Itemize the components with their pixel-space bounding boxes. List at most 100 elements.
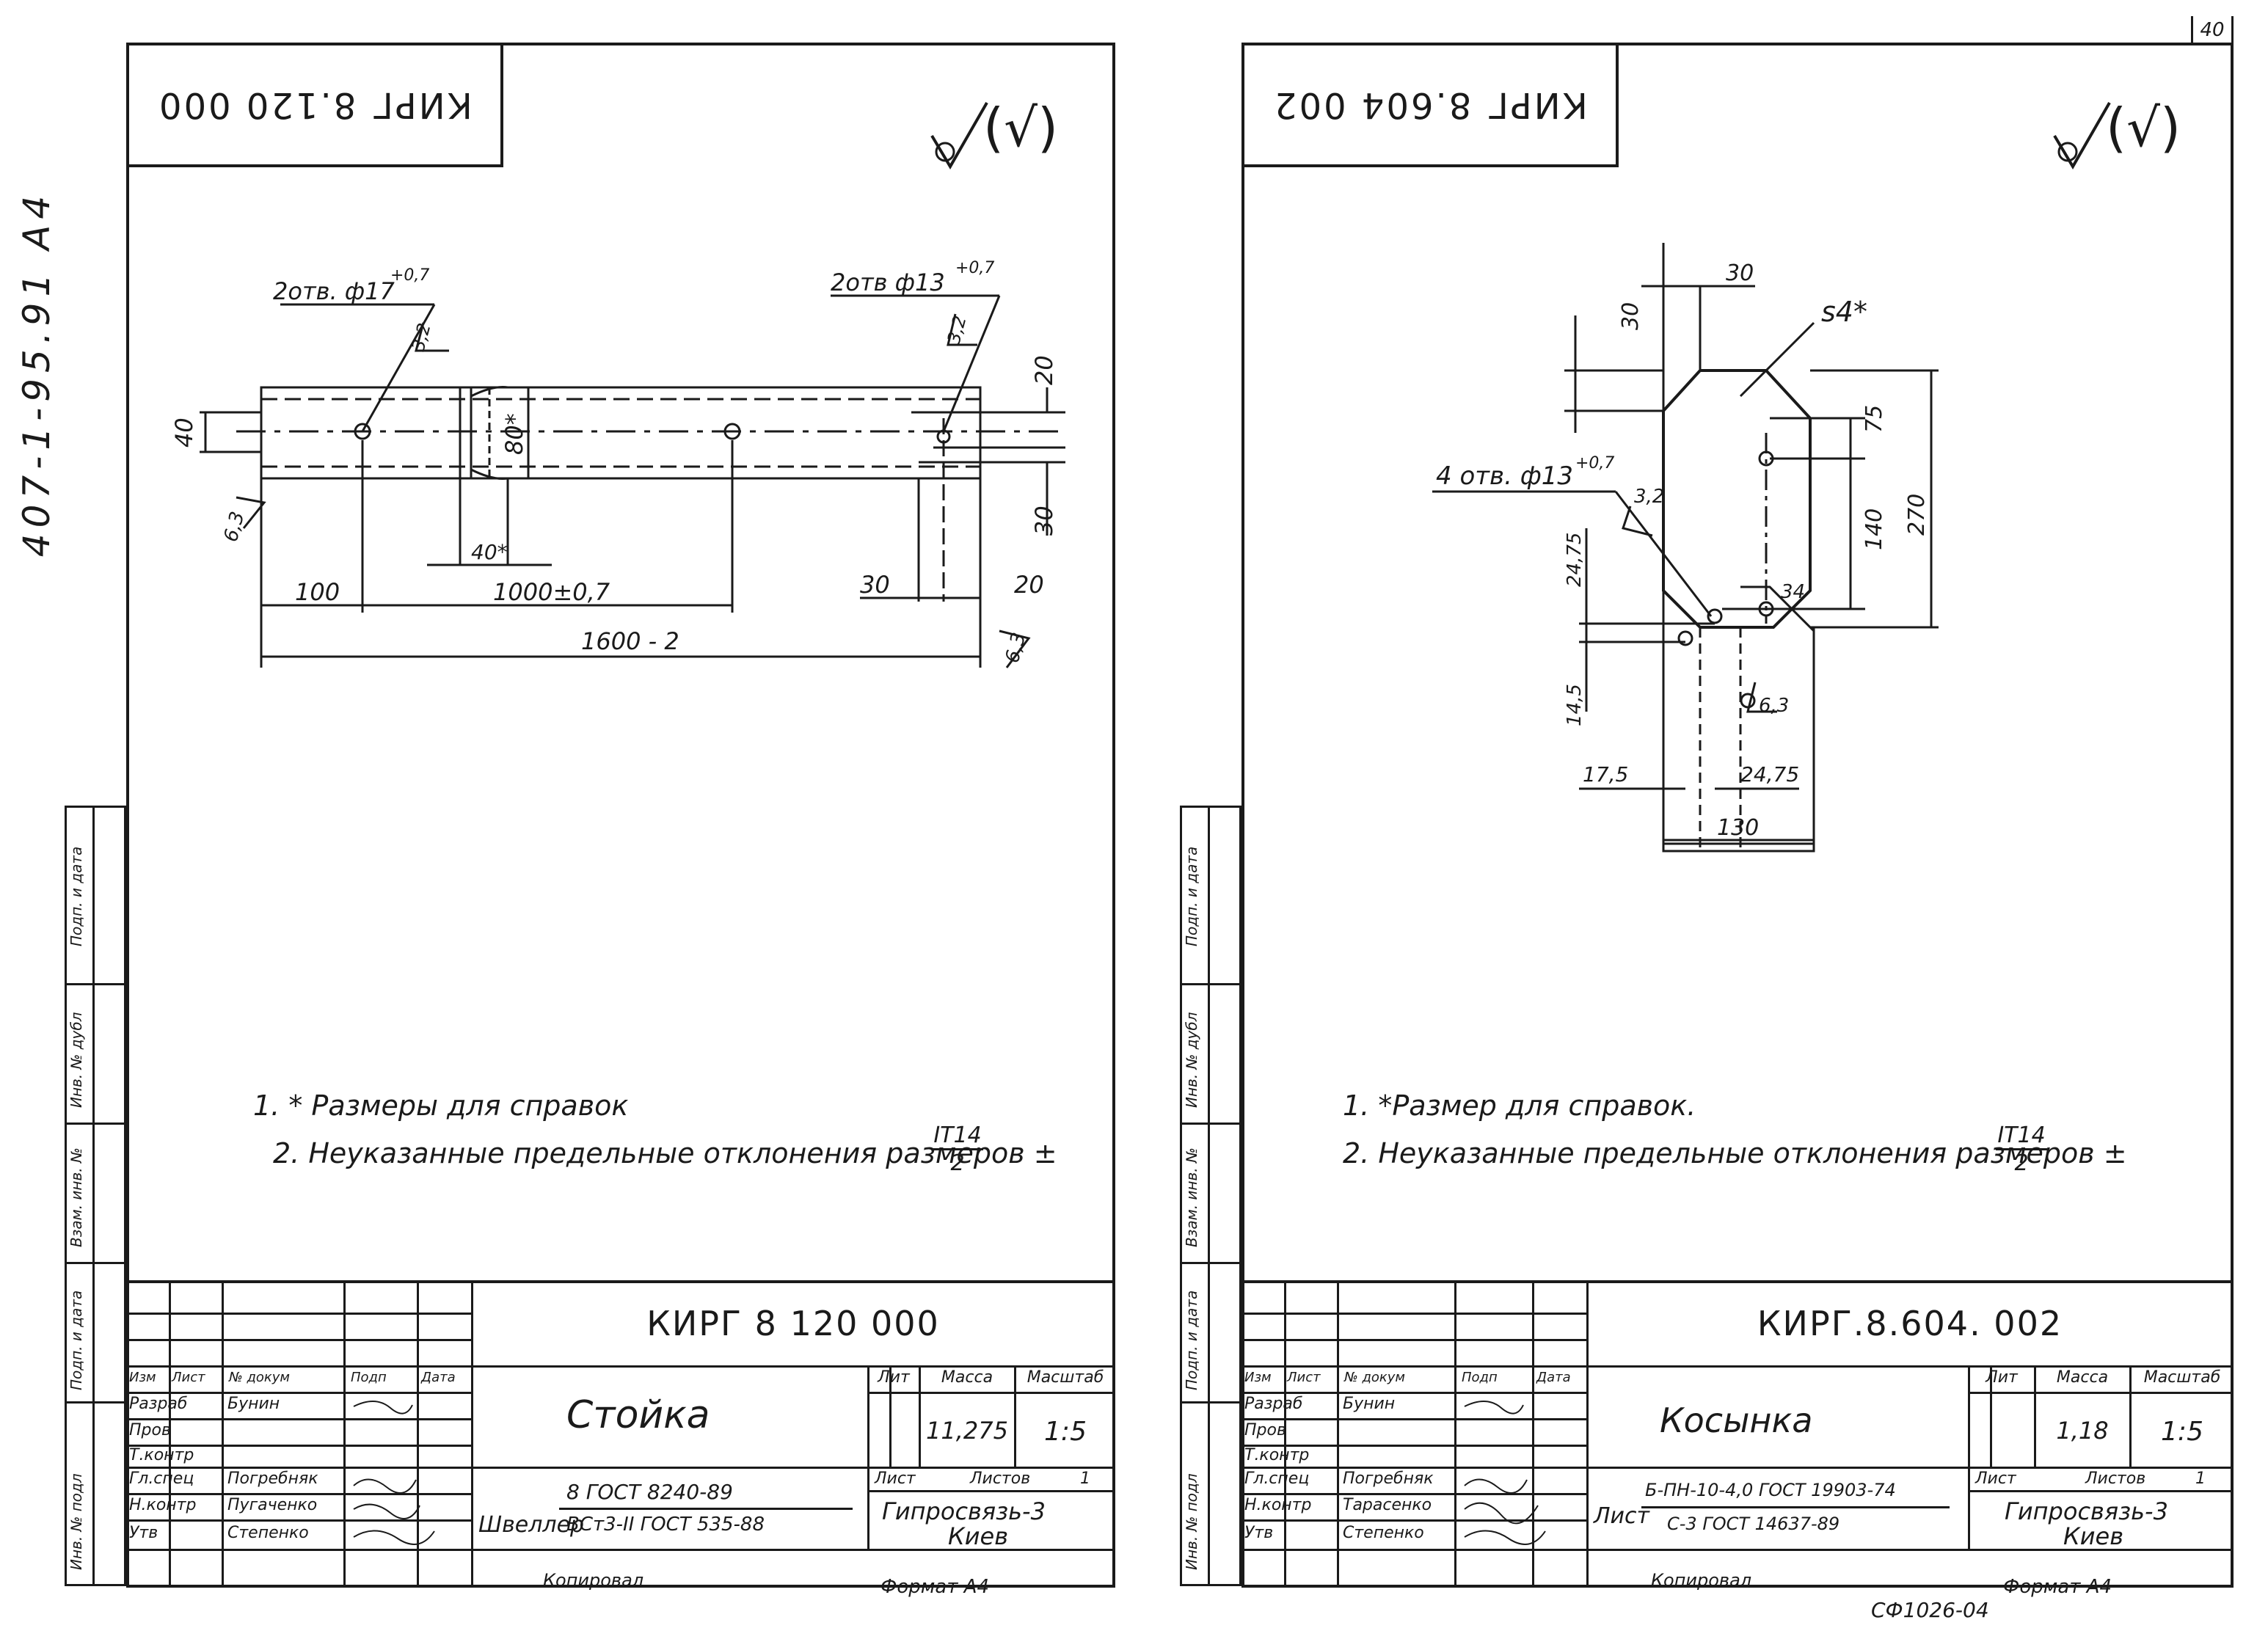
right-side-strip [1180,806,1241,1586]
left-tb-name-4: Погребняк [227,1470,318,1488]
left-tb-head-list: Лист [172,1370,205,1385]
left-dim-1600: 1600 - 2 [581,627,679,655]
right-side-label-3: Взам. инв. № [1183,1147,1200,1247]
left-tb-head-sign: Подп [351,1370,387,1385]
right-dim-thickness: s4* [1821,296,1867,328]
left-tb-org-2: Киев [948,1522,1009,1550]
right-dim-holes: 4 отв. ф13 [1436,461,1573,491]
right-dim-63: 6,3 [1759,695,1789,717]
right-header-code: КИРГ 8.604 002 [1272,84,1588,125]
right-title-block: КИРГ.8.604. 002 Косынка Лит Масса Масшта… [1241,1280,2234,1588]
left-tb-role-4: Гл.спец [129,1470,194,1488]
right-drawing-gusset: 30 30 s4* 4 отв. ф13 +0,7 3,2 75 140 270… [1432,243,1939,853]
right-tb-name: Косынка [1660,1401,1813,1440]
left-tb-scale-header: Масштаб [1027,1368,1104,1387]
right-tb-org-2: Киев [2063,1522,2124,1550]
right-side-label-2: Инв. № дубл [1183,1012,1200,1108]
left-side-label-3: Взам. инв. № [68,1147,85,1247]
right-tb-lit-header: Лит [1986,1368,2018,1387]
right-dim-270: 270 [1904,494,1930,536]
left-tb-head-date: Дата [421,1370,456,1385]
left-tb-role-2: Пров [129,1421,171,1439]
right-roughness-symbol [2053,102,2111,169]
left-dim-20: 20 [1014,571,1044,599]
page-number-box: 40 [2191,16,2234,45]
left-tb-head-doc: № докум [229,1370,291,1385]
left-drawing-channel: 2отв. ф17 +0,7 2отв ф13 +0,7 3,2 3,2 20 … [170,259,1065,668]
right-side-label-4: Подп. и дата [1183,1290,1200,1390]
right-dim-130: 130 [1717,815,1759,841]
left-tb-role-5: Н.контр [129,1496,197,1514]
left-tb-code: КИРГ 8 120 000 [646,1304,940,1343]
left-copied: Копировал [543,1570,644,1591]
right-signatures [1464,1401,1546,1545]
left-tb-name-6: Степенко [227,1524,309,1542]
right-header-code-box: КИРГ 8.604 002 [1241,43,1619,167]
left-dim-63-right: 6,3 [1002,630,1031,665]
right-dim-34: 34 [1781,581,1805,603]
right-sheet [1241,43,2234,1588]
left-dim-1000: 1000±0,7 [493,578,610,606]
left-dim-hole1: 2отв. ф17 [273,277,395,305]
left-tb-scale: 1:5 [1044,1417,1087,1447]
left-dim-20-top: 20 [1030,355,1058,385]
left-dim-hole2: 2отв ф13 [831,269,945,296]
right-format: Формат А4 [2003,1576,2112,1598]
right-tb-head-izm: Изм [1244,1370,1272,1385]
right-tb-role-2: Пров [1244,1421,1286,1439]
right-tb-head-sign: Подп [1462,1370,1498,1385]
left-tb-material-bottom: ВСт3-II ГОСТ 535-88 [566,1514,765,1536]
left-tb-head-izm: Изм [129,1370,156,1385]
right-tb-mass-header: Масса [2056,1368,2109,1387]
left-dim-40: 40 [170,417,198,448]
right-tb-role-5: Н.контр [1244,1496,1312,1514]
left-dim-hole2-tol: +0,7 [955,259,994,277]
left-note-2-fraction: IT14 2 [932,1123,983,1176]
right-dim-140: 140 [1862,508,1887,550]
left-header-code-box: КИРГ 8.120 000 [126,43,503,167]
left-tb-sheets-value: 1 [1080,1470,1090,1488]
left-format: Формат А4 [880,1576,990,1598]
left-tb-material-prefix: Швеллер [478,1512,585,1538]
right-copied: Копировал [1651,1570,1752,1591]
right-dim-75: 75 [1862,405,1887,433]
right-tb-role-4: Гл.спец [1244,1470,1310,1488]
right-tb-role-1: Разраб [1244,1395,1303,1413]
right-tb-name-5: Тарасенко [1343,1496,1432,1514]
left-dim-80: 80* [500,413,528,455]
right-tb-material-top: Б-ПН-10-4,0 ГОСТ 19903-74 [1645,1480,1896,1500]
right-tb-role-6: Утв [1244,1524,1274,1542]
right-dim-2475-h: 24,75 [1740,762,1799,786]
right-note-2-fraction: IT14 2 [1996,1123,2047,1176]
left-tb-org-1: Гипросвязь-3 [882,1497,1046,1525]
right-tb-org-1: Гипросвязь-3 [2005,1497,2168,1525]
right-tb-material-prefix: Лист [1594,1503,1650,1529]
left-vertical-label: 407-1-95.91 А4 [15,189,59,558]
right-tb-head-date: Дата [1536,1370,1571,1385]
right-dim-roughness: 3,2 [1634,486,1664,508]
left-dim-30: 30 [860,571,890,599]
left-dim-30-right: 30 [1030,505,1058,536]
left-roughness-symbol [930,102,988,169]
page-number: 40 [2200,18,2225,41]
left-title-block: КИРГ 8 120 000 Стойка Лит Масса Масштаб … [126,1280,1115,1588]
left-tb-sheets-label: Листов [970,1470,1031,1488]
left-dim-roughness-b: 3,2 [944,313,971,346]
left-side-label-5: Инв. № подл [68,1473,85,1570]
left-roughness-paren: (√) [983,97,1059,158]
right-roughness-paren: (√) [2106,97,2181,158]
left-dim-100: 100 [295,578,340,606]
left-side-label-1: Подп. и дата [68,846,85,946]
left-tb-lit-header: Лит [878,1368,910,1387]
right-dim-30-top: 30 [1618,302,1644,330]
right-side-label-1: Подп. и дата [1183,846,1200,946]
right-tb-name-4: Погребняк [1343,1470,1434,1488]
left-dim-hole1-tol: +0,7 [390,266,429,285]
right-tb-code: КИРГ.8.604. 002 [1757,1304,2063,1343]
left-note-1: 1. * Размеры для справок [253,1089,629,1122]
left-tb-sheet-label: Лист [875,1470,916,1488]
right-tb-material-bottom: С-3 ГОСТ 14637-89 [1667,1514,1840,1534]
left-tb-role-3: Т.контр [129,1446,194,1464]
right-note-1: 1. *Размер для справок. [1343,1089,1696,1122]
